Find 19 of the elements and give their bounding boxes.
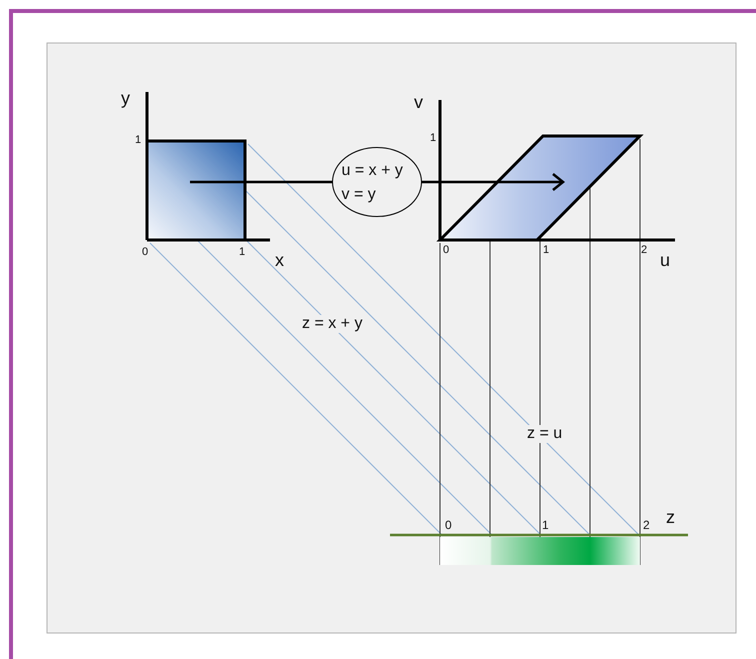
axis-label: v bbox=[414, 93, 423, 111]
tick-label: 2 bbox=[641, 245, 648, 256]
tick-label: 1 bbox=[239, 247, 246, 258]
tick-label: 1 bbox=[135, 135, 142, 146]
axis-label: x bbox=[275, 251, 284, 269]
tick-label: 0 bbox=[445, 519, 452, 531]
tick-label: 2 bbox=[643, 519, 650, 531]
axis-label: y bbox=[121, 89, 130, 107]
tick-label: 1 bbox=[430, 133, 436, 144]
parallelogram bbox=[436, 134, 644, 242]
tick-label: 0 bbox=[443, 245, 450, 256]
axis-label: u bbox=[660, 251, 670, 269]
tick-label: 1 bbox=[543, 245, 550, 256]
tick-label: 1 bbox=[542, 519, 549, 531]
tick-label: 0 bbox=[142, 247, 148, 258]
square bbox=[147, 140, 246, 240]
axis-label: z bbox=[666, 508, 675, 526]
formula-text: z = x + y bbox=[300, 315, 364, 333]
formula-text: z = u bbox=[525, 425, 564, 443]
